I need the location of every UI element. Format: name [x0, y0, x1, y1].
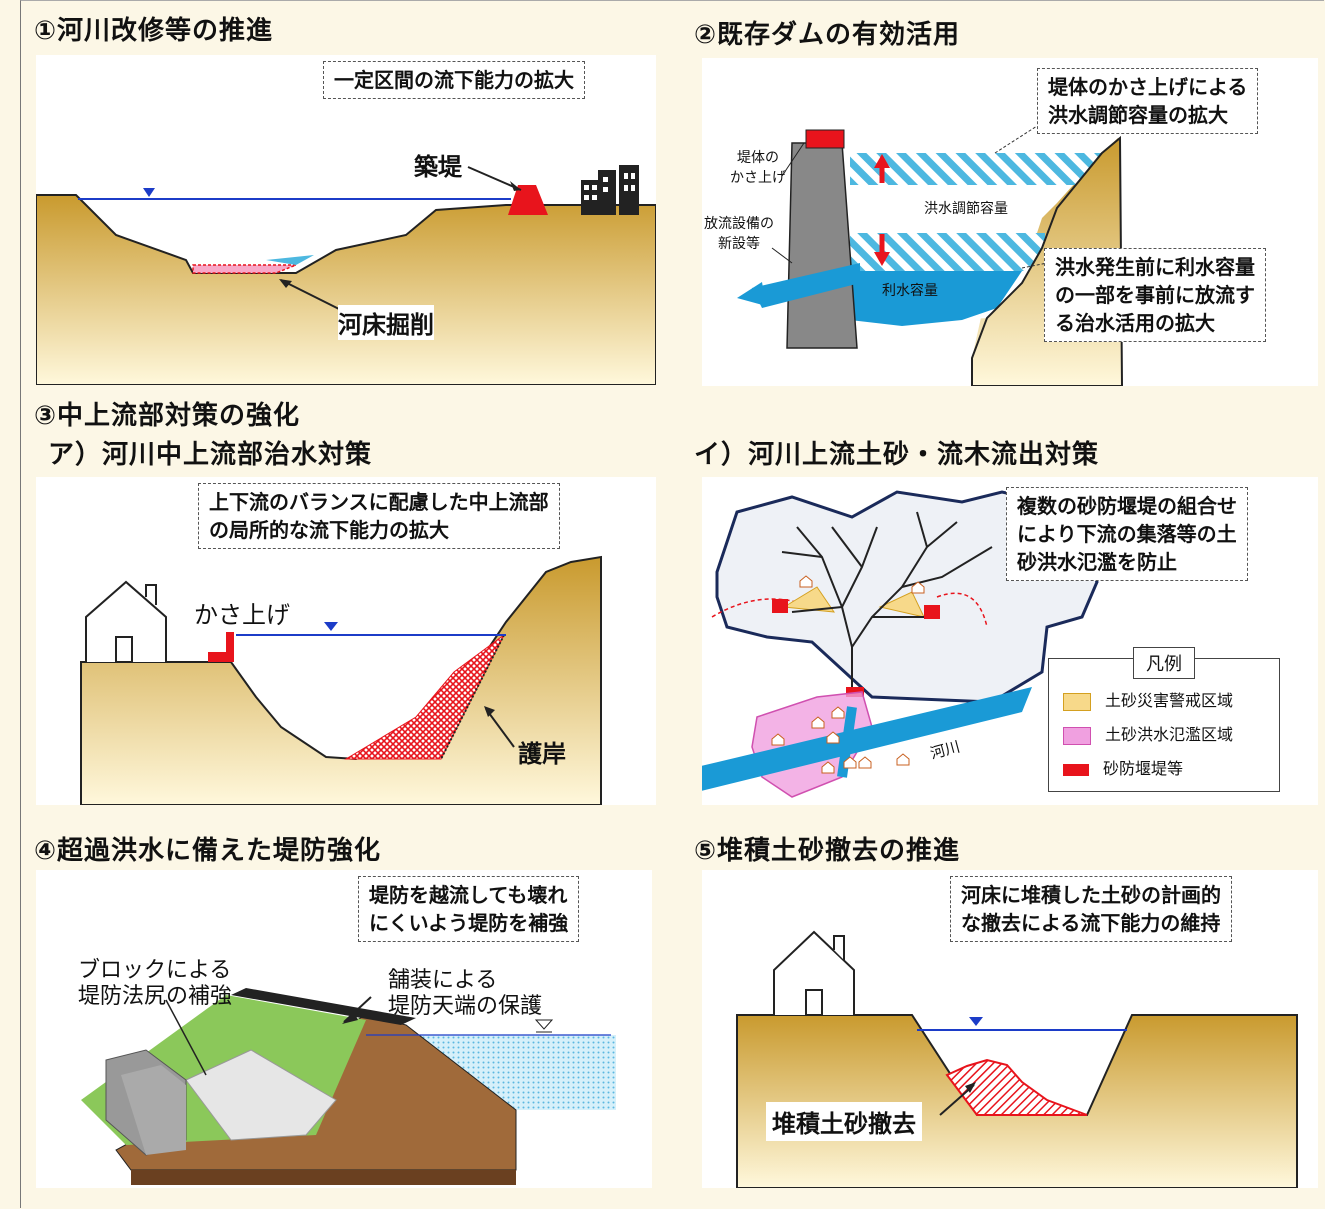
- note-5-line2: な撤去による流下能力の維持: [961, 911, 1221, 935]
- section-3a-note: 上下流のバランスに配慮した中上流部 の局所的な流下能力の拡大: [198, 483, 560, 549]
- section-3b-subtitle: イ）河川上流土砂・流木流出対策: [694, 440, 1100, 470]
- section-3a-subtitle: ア）河川中上流部治水対策: [48, 440, 373, 470]
- legend-item-flood: 土砂洪水氾濫区域: [1063, 721, 1233, 745]
- section-3a-panel: 上下流のバランスに配慮した中上流部 の局所的な流下能力の拡大 かさ上げ 護岸: [36, 477, 656, 805]
- block-line1: ブロックによる: [78, 958, 232, 983]
- house-icon: [773, 930, 855, 1016]
- house-icon: [85, 580, 167, 663]
- levee-label: 築堤: [414, 153, 462, 181]
- note-4-line2: にくいよう堤防を補強: [369, 911, 569, 935]
- flood-swatch: [1063, 726, 1091, 745]
- levee-reinforcement-diagram: [81, 988, 616, 1185]
- map-legend: 凡例 土砂災害警戒区域 土砂洪水氾濫区域 砂防堰堤等: [1048, 647, 1280, 792]
- pave-label: 舗装による 堤防天端の保護: [388, 968, 542, 1020]
- block-label: ブロックによる 堤防法尻の補強: [78, 958, 232, 1010]
- pave-line2: 堤防天端の保護: [388, 994, 543, 1019]
- section-3b-note: 複数の砂防堰堤の組合せ により下流の集落等の土 砂洪水氾濫を防止: [1006, 487, 1248, 581]
- section-2-title: ②既存ダムの有効活用: [694, 20, 961, 50]
- note-5-line1: 河床に堆積した土砂の計画的: [961, 883, 1221, 907]
- note-3b-line2: により下流の集落等の土: [1017, 522, 1237, 546]
- note-bottom-line3: る治水活用の拡大: [1055, 311, 1215, 335]
- dam-raise-label: 堤体の かさ上げ: [730, 148, 786, 188]
- section-2-note-bottom: 洪水発生前に利水容量 の一部を事前に放流す る治水活用の拡大: [1044, 248, 1266, 342]
- removal-label: 堆積土砂撤去: [766, 1102, 922, 1141]
- section-1-title: ①河川改修等の推進: [34, 16, 274, 46]
- dam-raise-line2: かさ上げ: [730, 170, 786, 186]
- outlet-line2: 新設等: [718, 236, 760, 252]
- outlet-line1: 放流設備の: [704, 216, 774, 232]
- section-5-panel: 河床に堆積した土砂の計画的 な撤去による流下能力の維持 堆積土砂撤去: [702, 870, 1318, 1188]
- pave-line1: 舗装による: [388, 968, 498, 993]
- section-4-title: ④超過洪水に備えた堤防強化: [34, 836, 382, 866]
- water-use-label: 利水容量: [882, 283, 938, 299]
- section-4-panel: 堤防を越流しても壊れ にくいよう堤防を補強 ブロックによる 堤防法尻の補強 舗装…: [36, 870, 652, 1188]
- legend-item-hazard: 土砂災害警戒区域: [1063, 687, 1233, 711]
- note-3a-line2: の局所的な流下能力の拡大: [209, 518, 449, 542]
- figure-frame: [20, 0, 1324, 1208]
- note-4-line1: 堤防を越流しても壊れ: [369, 883, 568, 907]
- sediment-removal-diagram: [736, 930, 1298, 1188]
- section-3b-panel: 複数の砂防堰堤の組合せ により下流の集落等の土 砂洪水氾濫を防止 河川 凡例 土…: [702, 477, 1318, 805]
- section-1-panel: 一定区間の流下能力の拡大 築堤 河床掘削: [36, 55, 656, 385]
- legend-title: 凡例: [1133, 647, 1195, 679]
- section-2-note-top: 堤体のかさ上げによる 洪水調節容量の拡大: [1037, 68, 1259, 134]
- legend-item-dam: 砂防堰堤等: [1063, 755, 1183, 779]
- legend-dam-label: 砂防堰堤等: [1103, 759, 1184, 778]
- note-3b-line3: 砂洪水氾濫を防止: [1017, 550, 1177, 574]
- section-2-panel: 堤体のかさ上げによる 洪水調節容量の拡大 洪水発生前に利水容量 の一部を事前に放…: [702, 58, 1318, 386]
- section-1-note: 一定区間の流下能力の拡大: [323, 61, 585, 99]
- revetment-label: 護岸: [518, 740, 566, 768]
- block-line2: 堤防法尻の補強: [78, 984, 233, 1009]
- hazard-swatch: [1063, 692, 1091, 711]
- outlet-label: 放流設備の 新設等: [704, 214, 774, 254]
- sediment-control-map: [702, 490, 1099, 798]
- dam-swatch: [1063, 763, 1089, 776]
- raise-label: かさ上げ: [194, 601, 290, 629]
- note-3b-line1: 複数の砂防堰堤の組合せ: [1017, 494, 1237, 518]
- note-bottom-line1: 洪水発生前に利水容量: [1055, 255, 1255, 279]
- legend-flood-label: 土砂洪水氾濫区域: [1105, 725, 1234, 744]
- buildings-icon: [581, 165, 639, 215]
- note-top-line1: 堤体のかさ上げによる: [1048, 75, 1248, 99]
- note-3a-line1: 上下流のバランスに配慮した中上流部: [209, 490, 549, 514]
- section-3-title: ③中上流部対策の強化: [34, 401, 301, 431]
- section-5-note: 河床に堆積した土砂の計画的 な撤去による流下能力の維持: [950, 876, 1232, 942]
- flood-capacity-label: 洪水調節容量: [924, 201, 1008, 217]
- legend-hazard-label: 土砂災害警戒区域: [1105, 691, 1234, 710]
- note-top-line2: 洪水調節容量の拡大: [1048, 103, 1228, 127]
- dam-raise-line1: 堤体の: [737, 150, 779, 166]
- note-bottom-line2: の一部を事前に放流す: [1055, 283, 1255, 307]
- river-improvement-diagram: [36, 165, 656, 385]
- midstream-diagram: [80, 555, 602, 805]
- section-5-title: ⑤堆積土砂撤去の推進: [694, 836, 961, 866]
- excavation-label: 河床掘削: [338, 305, 434, 340]
- section-4-note: 堤防を越流しても壊れ にくいよう堤防を補強: [358, 876, 580, 942]
